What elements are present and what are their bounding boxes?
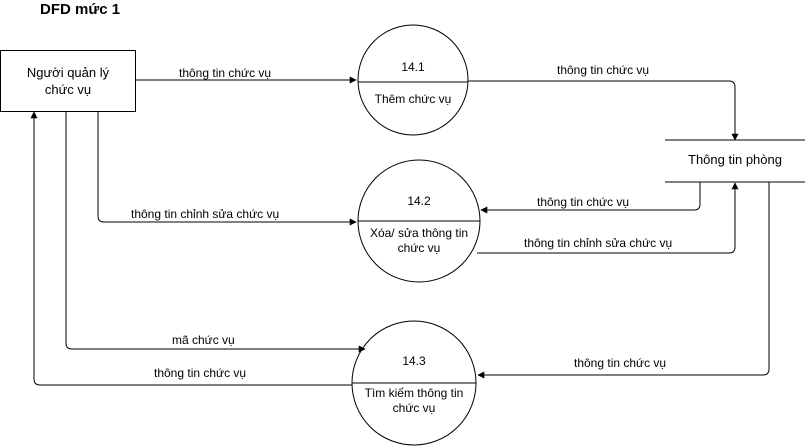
process-14-3[interactable]	[351, 320, 477, 446]
flow-label-add-to-store: thông tin chức vụ	[557, 63, 650, 77]
flow-arrow-edit-to-store	[477, 182, 739, 254]
flow-label-store-to-search: thông tin chức vụ	[574, 356, 667, 370]
flow-label-store-to-edit: thông tin chức vụ	[537, 195, 630, 209]
process-14-1-id: 14.1	[401, 60, 425, 74]
data-store-label: Thông tin phòng	[688, 152, 782, 167]
flow-arrow-store-to-search	[477, 182, 770, 379]
process-14-3-name: Tìm kiếm thông tin chức vụ	[364, 386, 464, 415]
flow-arrow-search-to-entity	[30, 111, 352, 386]
flow-label-entity-to-edit: thông tin chỉnh sửa chức vụ	[131, 207, 280, 221]
entity-box[interactable]	[0, 50, 136, 112]
process-14-2[interactable]	[357, 159, 481, 283]
flow-arrow-store-to-edit	[480, 182, 701, 214]
process-14-1[interactable]	[357, 24, 469, 136]
process-14-3-id: 14.3	[402, 354, 426, 368]
diagram-title: DFD mức 1	[40, 1, 121, 18]
flow-arrow-entity-to-edit	[97, 111, 357, 226]
entity-label: Người quản lý chức vụ	[26, 65, 110, 97]
process-14-2-id: 14.2	[407, 194, 431, 208]
flow-arrow-entity-to-search	[65, 111, 366, 353]
flow-label-search-to-entity: thông tin chức vụ	[154, 366, 247, 380]
flow-arrow-add-to-store	[468, 80, 739, 141]
process-14-2-name: Xóa/ sửa thông tin chức vụ	[369, 226, 469, 255]
flow-label-entity-to-search: mã chức vụ	[172, 333, 235, 347]
flow-label-entity-to-add: thông tin chức vụ	[179, 66, 272, 80]
process-14-1-name: Thêm chức vụ	[374, 92, 452, 106]
flow-label-edit-to-store: thông tin chỉnh sửa chức vụ	[524, 236, 673, 250]
